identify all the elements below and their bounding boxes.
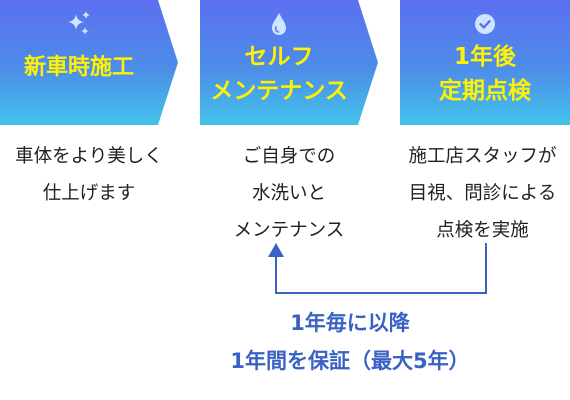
step-description: 車体をより美しく 仕上げます <box>15 146 163 204</box>
step-title: 1年後 定期点検 <box>439 44 531 104</box>
water-drop-icon <box>200 10 358 38</box>
check-circle-icon <box>400 10 570 38</box>
step-new-car-application: 新車時施工 <box>0 0 178 125</box>
guarantee-text: 1年毎に以降 1年間を保証（最大5年） <box>200 304 500 380</box>
step-annual-inspection: 1年後 定期点検 <box>400 0 570 125</box>
guarantee-line2: 1年間を保証（最大5年） <box>230 349 470 373</box>
step-title: 新車時施工 <box>23 55 134 80</box>
sparkles-icon <box>0 10 158 38</box>
step-description: 施工店スタッフが 目視、問診による 点検を実施 <box>408 146 557 241</box>
guarantee-line1: 1年毎に以降 <box>290 311 410 335</box>
step-description: ご自身での 水洗いと メンテナンス <box>233 146 345 241</box>
step-self-maintenance: セルフ メンテナンス <box>200 0 378 125</box>
step-title: セルフ メンテナンス <box>210 44 348 104</box>
